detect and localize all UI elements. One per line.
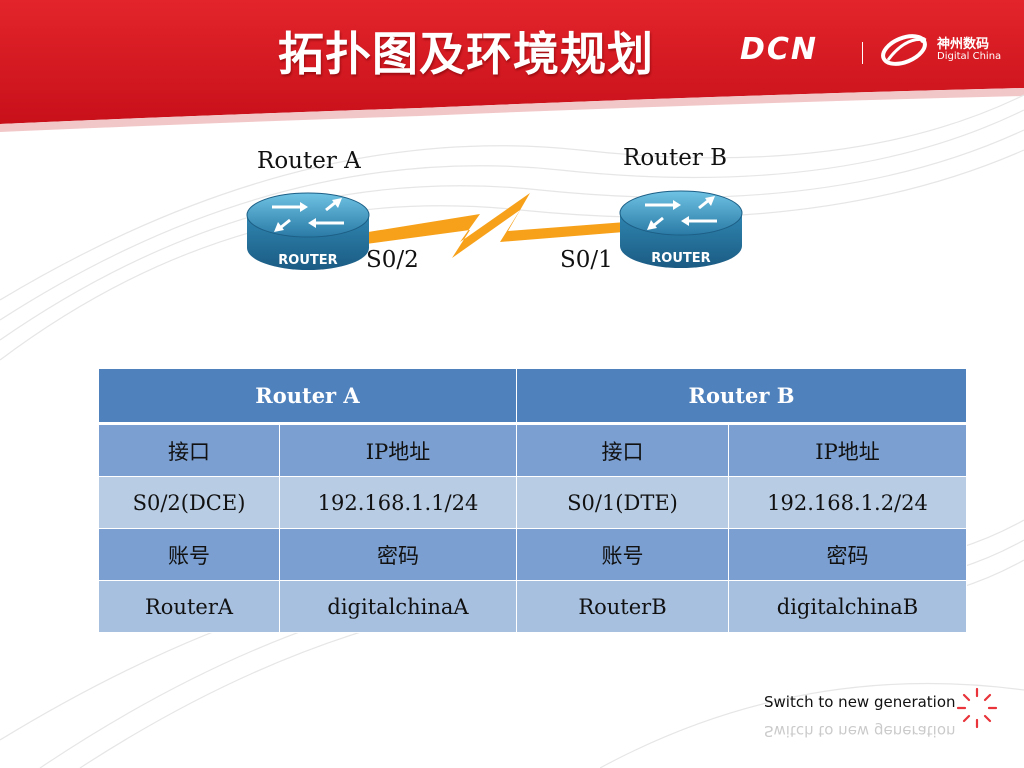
table-cell: IP地址 xyxy=(279,423,517,477)
router-a-label: Router A xyxy=(257,148,361,174)
router-b-label: Router B xyxy=(623,145,728,171)
router-b-icon: ROUTER xyxy=(619,190,743,268)
table-row: S0/2(DCE) 192.168.1.1/24 S0/1(DTE) 192.1… xyxy=(98,476,968,529)
router-b-port: S0/1 xyxy=(560,247,613,273)
header-band xyxy=(0,0,1024,132)
table-cell: digitalchinaB xyxy=(727,580,968,633)
table-cell: digitalchinaA xyxy=(279,580,517,633)
serial-link-icon xyxy=(362,193,626,258)
table-cell: RouterB xyxy=(516,580,729,633)
table-row: 账号 密码 账号 密码 xyxy=(98,528,968,581)
footer-slogan: Switch to new generation xyxy=(764,693,956,711)
router-a-icon: ROUTER xyxy=(246,192,370,270)
table-cell: 账号 xyxy=(516,528,729,581)
table-cell: S0/1(DTE) xyxy=(516,476,729,529)
table-row: 接口 IP地址 接口 IP地址 xyxy=(98,423,968,477)
table-cell: 接口 xyxy=(98,423,280,477)
router-a-port: S0/2 xyxy=(366,247,419,273)
table-cell: 192.168.1.2/24 xyxy=(727,476,968,529)
environment-plan-table: Router A Router B 接口 IP地址 接口 IP地址 S0/2(D… xyxy=(98,368,968,633)
router-b-caption: ROUTER xyxy=(651,251,710,266)
brand-name-en: Digital China xyxy=(937,51,1002,62)
table-cell: RouterA xyxy=(98,580,280,633)
table-cell: 192.168.1.1/24 xyxy=(279,476,517,529)
router-a-header: Router A xyxy=(98,368,517,425)
table-cell: IP地址 xyxy=(727,423,968,477)
table-cell: 账号 xyxy=(98,528,280,581)
table-cell: S0/2(DCE) xyxy=(98,476,280,529)
digital-china-logo xyxy=(881,34,927,66)
page-title: 拓扑图及环境规划 xyxy=(278,27,654,81)
router-a-caption: ROUTER xyxy=(278,253,337,268)
table-row: RouterA digitalchinaA RouterB digitalchi… xyxy=(98,580,968,633)
table-cell: 密码 xyxy=(279,528,517,581)
burst-icon xyxy=(956,687,998,729)
brand-name-cn: 神州数码 xyxy=(937,37,990,52)
table-header-row: Router A Router B xyxy=(98,368,968,425)
router-b-header: Router B xyxy=(515,368,968,425)
footer-slogan-reflection: Switch to new generation xyxy=(764,722,956,740)
table-cell: 密码 xyxy=(727,528,968,581)
dcn-logo: DCN xyxy=(740,32,819,67)
logo-divider xyxy=(862,42,863,64)
table-cell: 接口 xyxy=(516,423,729,477)
